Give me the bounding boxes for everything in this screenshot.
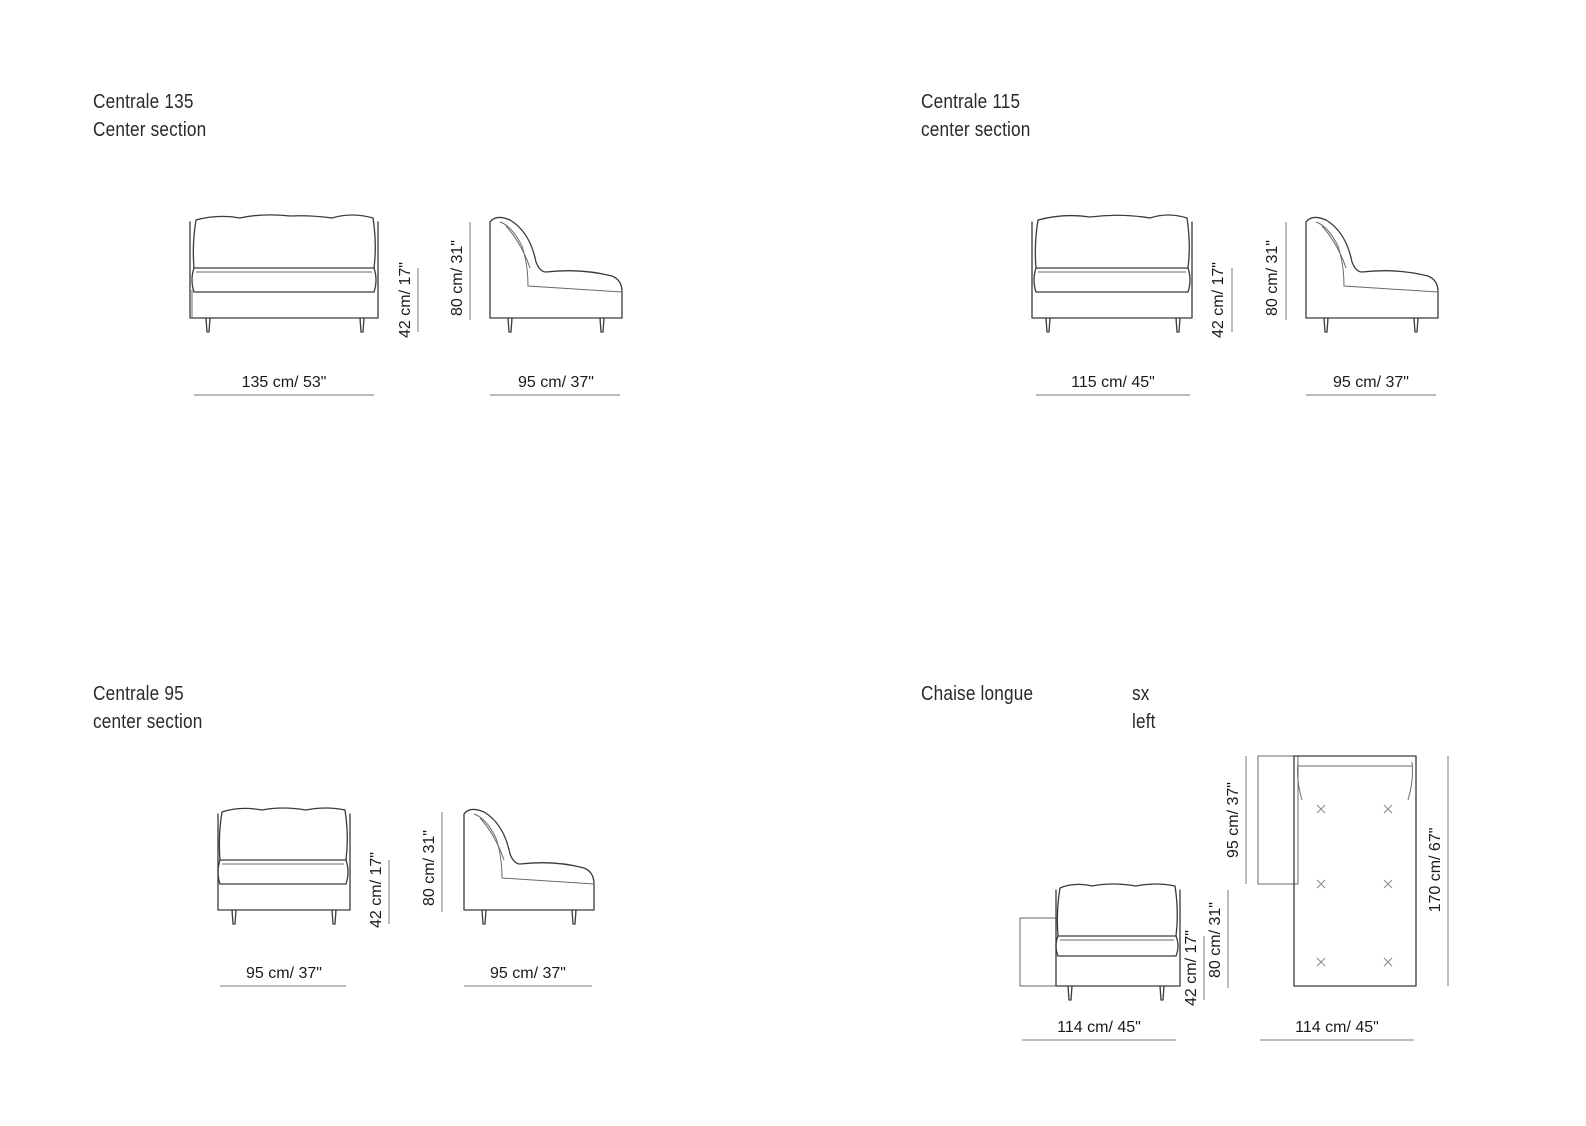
width-label: 115 cm/ 45" [1071,374,1155,391]
front-view-centrale-135 [189,214,379,333]
depth-label: 95 cm/ 37" [490,965,566,982]
plan-width-label: 114 cm/ 45" [1295,1019,1379,1036]
width-label: 135 cm/ 53" [242,374,327,391]
title-centrale-135: Centrale 135 Center section [93,88,206,144]
module-name: Centrale 115 [921,91,1021,113]
title-centrale-95: Centrale 95 center section [93,680,202,736]
height-label: 80 cm/ 31" [1264,240,1281,316]
seat-height-label: 42 cm/ 17" [1183,930,1200,1006]
front-view-chaise-longue [1019,883,1181,1001]
side-view-centrale-95 [463,808,595,925]
module-side-en: left [1132,711,1156,733]
title-chaise-longue: Chaise longue [921,680,1033,708]
front-view-centrale-115 [1031,214,1193,333]
front-width-label: 114 cm/ 45" [1057,1019,1141,1036]
height-label: 80 cm/ 31" [421,830,438,906]
module-side: sx [1132,683,1150,705]
seat-height-label: 42 cm/ 17" [1210,262,1227,338]
depth-label: 95 cm/ 37" [1333,374,1409,391]
seat-height-label: 42 cm/ 17" [368,852,385,928]
length-label: 170 cm/ 67" [1427,828,1444,913]
module-subtitle: center section [93,711,203,733]
module-name: Chaise longue [921,683,1034,705]
tufting-marks [1316,804,1393,967]
title-chaise-side: sx left [1132,680,1156,736]
height-label: 80 cm/ 31" [1207,902,1224,978]
side-view-centrale-135 [489,216,623,333]
module-subtitle: center section [921,119,1031,141]
plan-view-chaise-longue [1257,755,1417,987]
depth-label: 95 cm/ 37" [518,374,594,391]
front-view-centrale-95 [217,807,351,925]
seat-height-label: 42 cm/ 17" [397,262,414,338]
width-label: 95 cm/ 37" [246,965,322,982]
module-name: Centrale 95 [93,683,184,705]
module-subtitle: Center section [93,119,207,141]
side-view-centrale-115 [1305,216,1439,333]
title-centrale-115: Centrale 115 center section [921,88,1030,144]
module-name: Centrale 135 [93,91,194,113]
back-depth-label: 95 cm/ 37" [1225,782,1242,858]
height-label: 80 cm/ 31" [449,240,466,316]
